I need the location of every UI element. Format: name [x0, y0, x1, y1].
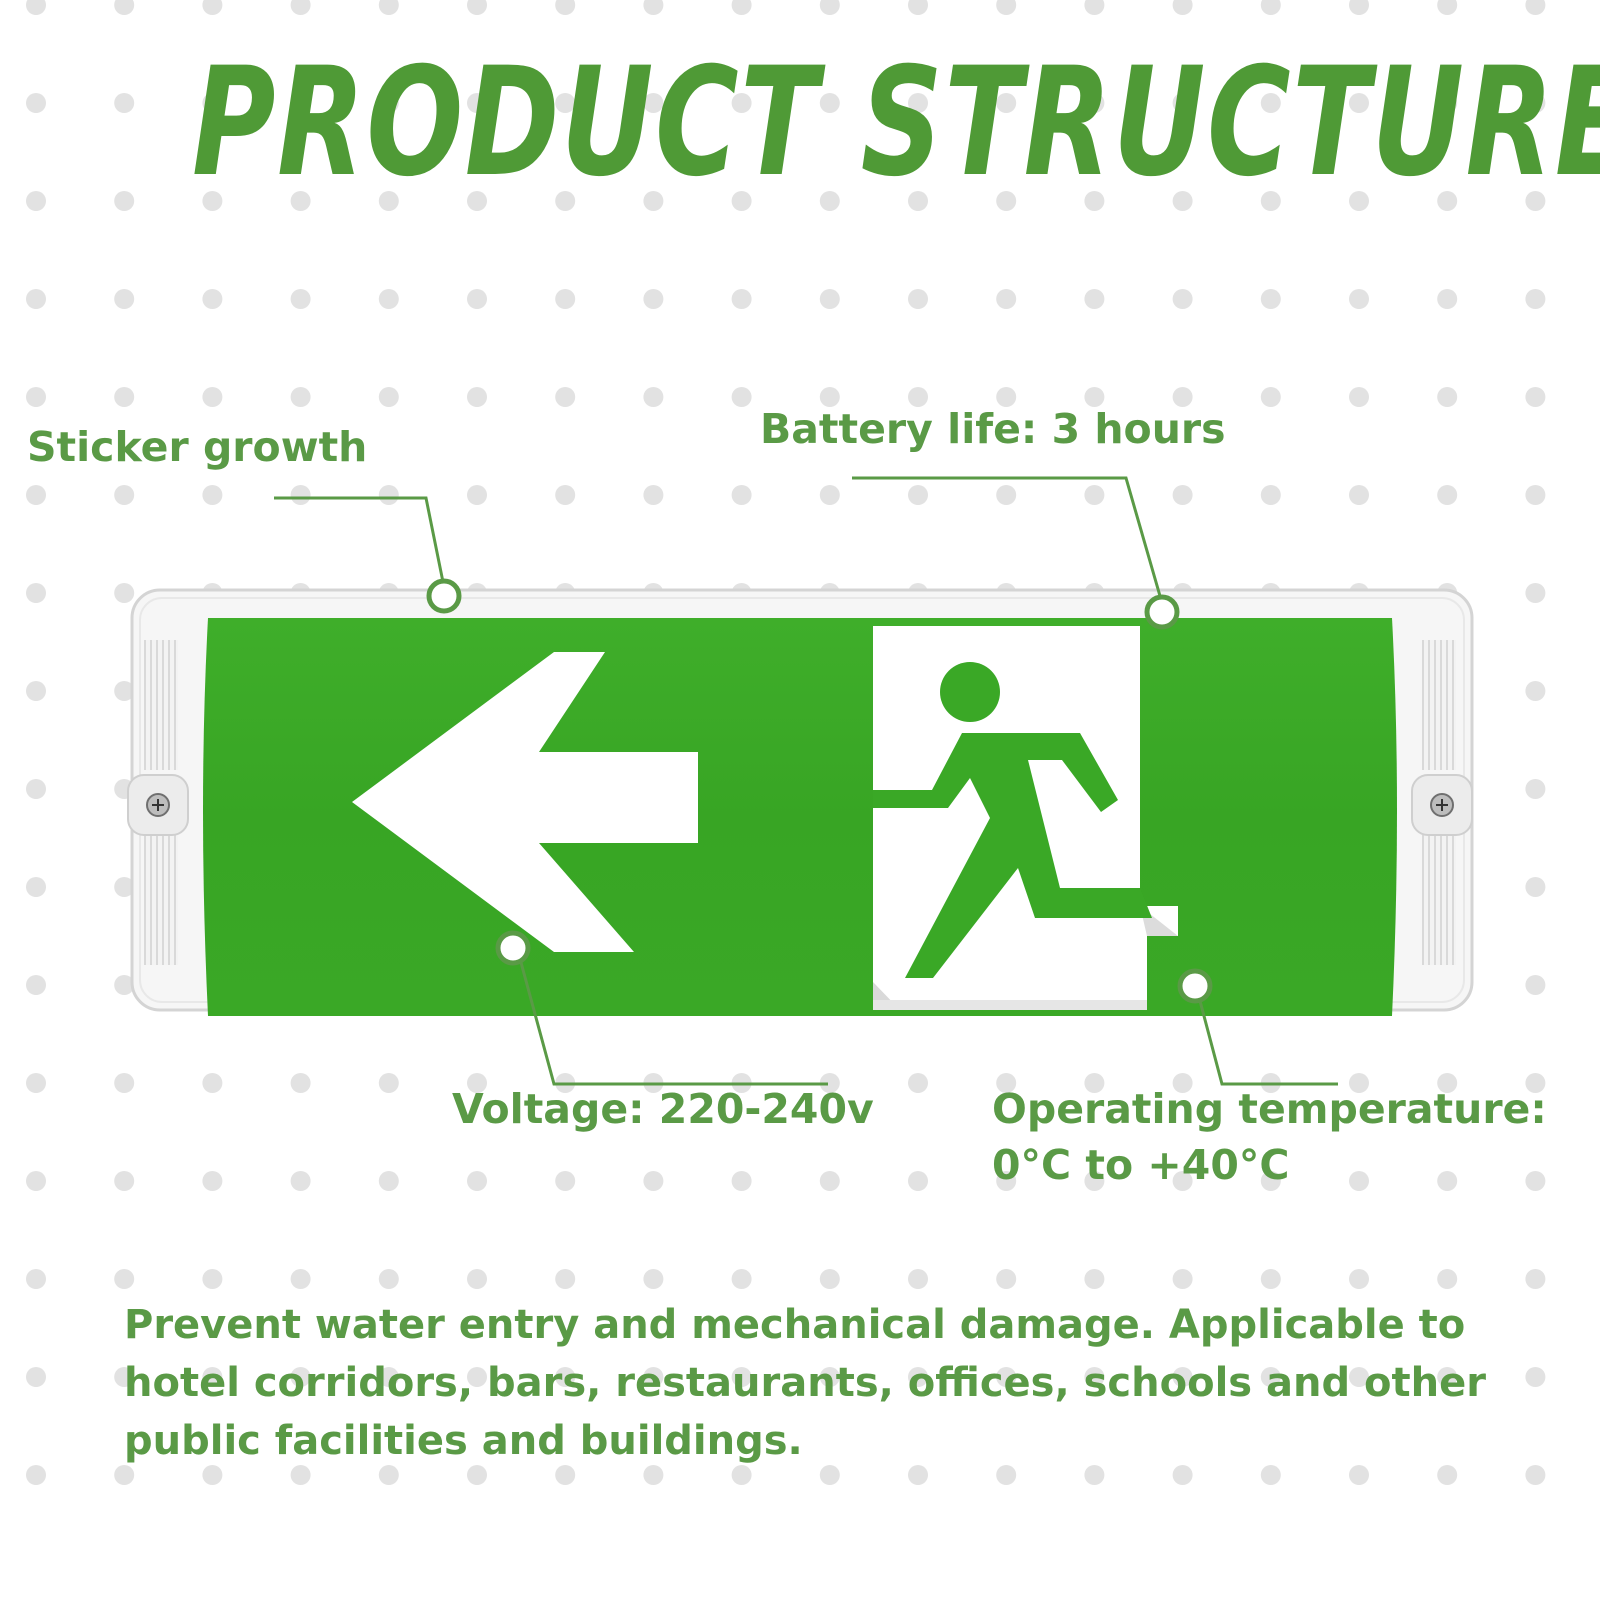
description-text: Prevent water entry and mechanical damag… — [124, 1302, 1486, 1464]
right-lower-ribs — [1422, 835, 1456, 965]
callout-line-battery — [852, 476, 1162, 597]
left-upper-ribs — [144, 640, 178, 770]
screw-icon — [127, 774, 189, 836]
callout-dot-sticker — [426, 578, 462, 614]
sticker-growth-label: Sticker growth — [27, 423, 368, 471]
battery-life-label: Battery life: 3 hours — [760, 405, 1226, 453]
callout-line-sticker — [274, 496, 445, 583]
callout-dot-voltage — [495, 930, 531, 966]
temperature-label-line2: 0°C to +40°C — [992, 1141, 1290, 1189]
callout-lines — [274, 476, 1338, 1086]
left-arrow-icon — [352, 652, 698, 952]
screw-icon — [1411, 774, 1473, 836]
right-upper-ribs — [1422, 640, 1456, 770]
page-title: PRODUCT STRUCTURE — [192, 36, 1600, 210]
temperature-label-line1: Operating temperature: — [992, 1085, 1547, 1133]
running-man-icon — [873, 662, 1152, 978]
left-lower-ribs — [144, 835, 178, 965]
callout-line-temperature — [1193, 981, 1338, 1086]
callout-line-voltage — [514, 943, 828, 1086]
callout-dot-battery — [1144, 594, 1180, 630]
callout-dot-temperature — [1177, 968, 1213, 1004]
voltage-label: Voltage: 220-240v — [452, 1085, 874, 1133]
